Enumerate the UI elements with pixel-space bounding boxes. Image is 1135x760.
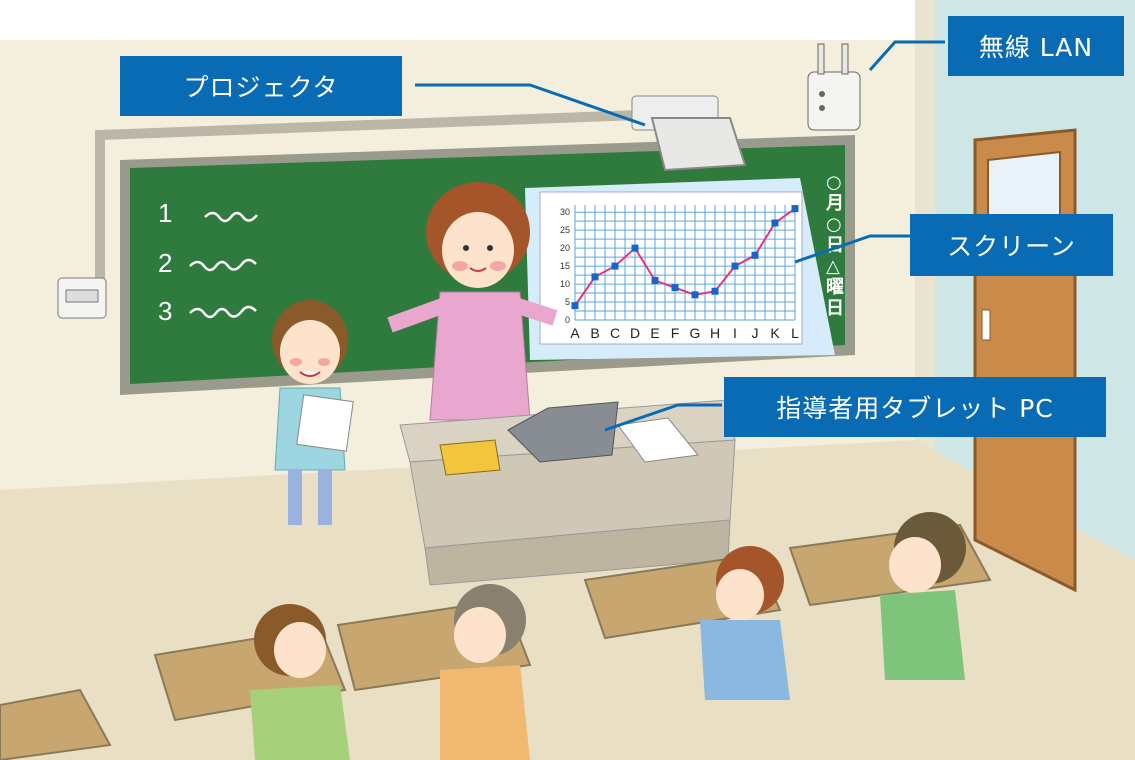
data-point (591, 273, 599, 281)
x-tick-label: G (690, 325, 701, 341)
x-tick-label: H (710, 325, 720, 341)
board-line-2: 2 (158, 248, 172, 278)
board-date-char: 日 (826, 298, 844, 319)
data-point (791, 205, 799, 213)
data-point (691, 291, 699, 299)
tablet-pc (507, 401, 619, 463)
screen-label: スクリーン (910, 214, 1113, 276)
data-point (571, 302, 579, 310)
board-date-char: ○ (826, 172, 842, 193)
x-tick-label: I (733, 325, 737, 341)
x-tick-label: D (630, 325, 640, 341)
data-point (711, 287, 719, 295)
y-tick-label: 5 (565, 297, 570, 307)
data-point (731, 262, 739, 270)
y-tick-label: 0 (565, 315, 570, 325)
board-date-text: ○月○日△曜日 (825, 172, 844, 319)
data-point (631, 244, 639, 252)
board-line-3: 3 (158, 296, 172, 326)
data-point (611, 262, 619, 270)
teacher (387, 182, 558, 460)
x-tick-label: A (570, 325, 580, 341)
textbook (439, 439, 501, 476)
y-tick-label: 25 (560, 225, 570, 235)
teacher-desk (399, 399, 736, 586)
standing-student (272, 300, 354, 525)
router (807, 43, 861, 131)
wireless-lan-label: 無線 LAN (948, 16, 1124, 76)
data-point (751, 251, 759, 259)
board-date-char: 曜 (826, 277, 844, 298)
x-tick-label: C (610, 325, 620, 341)
projection-screen (539, 191, 803, 345)
board-line-1: 1 (158, 198, 172, 228)
document (617, 417, 699, 463)
board-date-char: 月 (825, 193, 844, 214)
board-date-char: △ (826, 256, 840, 277)
board-date-char: ○ (826, 214, 842, 235)
y-tick-label: 15 (560, 261, 570, 271)
teacher-tablet-pc-label: 指導者用タブレット PC (724, 377, 1106, 437)
x-tick-label: L (791, 325, 799, 341)
callout-lines (415, 40, 945, 432)
board-writing (189, 211, 258, 319)
x-tick-label: F (671, 325, 680, 341)
x-tick-label: J (752, 325, 759, 341)
y-tick-label: 10 (560, 279, 570, 289)
data-point (771, 219, 779, 227)
y-tick-label: 20 (560, 243, 570, 253)
seated-students (250, 512, 966, 760)
data-point (651, 276, 659, 284)
x-tick-label: K (770, 325, 780, 341)
projector (650, 117, 747, 172)
x-tick-label: B (590, 325, 599, 341)
y-tick-label: 30 (560, 207, 570, 217)
data-point (671, 284, 679, 292)
x-tick-label: E (650, 325, 659, 341)
projector-label: プロジェクタ (120, 56, 402, 116)
